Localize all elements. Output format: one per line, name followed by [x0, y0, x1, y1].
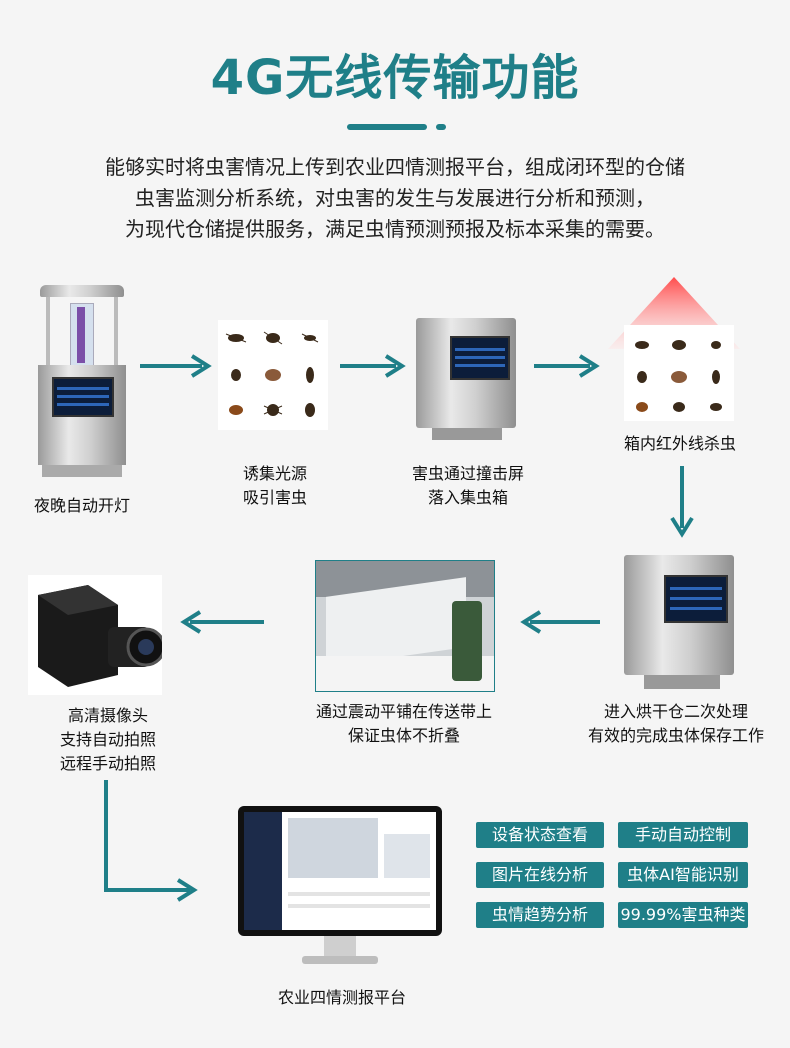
caption-line: 支持自动拍照	[59, 730, 156, 749]
caption-line: 吸引害虫	[242, 488, 307, 507]
hd-camera-image	[28, 575, 162, 695]
caption-line: 进入烘干仓二次处理	[603, 702, 748, 721]
caption-line: 箱内红外线杀虫	[623, 434, 736, 453]
step-caption-platform: 农业四情测报平台	[244, 986, 440, 1010]
caption-line: 远程手动拍照	[59, 754, 156, 773]
arrow-left-icon	[520, 610, 600, 634]
caption-line: 落入集虫箱	[427, 488, 508, 507]
caption-line: 高清摄像头	[67, 706, 148, 725]
feature-tag-species-coverage: 99.99%害虫种类	[618, 902, 748, 928]
feature-tag-image-analysis: 图片在线分析	[476, 862, 604, 888]
arrow-right-icon	[140, 354, 212, 378]
intro-text: 能够实时将虫害情况上传到农业四情测报平台，组成闭环型的仓储 虫害监测分析系统，对…	[0, 152, 790, 245]
caption-line: 夜晚自动开灯	[33, 496, 130, 515]
intro-line-3: 为现代仓储提供服务，满足虫情预测预报及标本采集的需要。	[125, 217, 665, 241]
step-caption-night-light: 夜晚自动开灯	[2, 494, 162, 518]
step-caption-lure: 诱集光源 吸引害虫	[200, 462, 350, 510]
caption-line: 有效的完成虫体保存工作	[587, 726, 764, 745]
step-caption-conveyor: 通过震动平铺在传送带上 保证虫体不折叠	[296, 700, 512, 748]
drying-chamber-image	[620, 555, 738, 693]
caption-line: 害虫通过撞击屏	[411, 464, 524, 483]
insects-image	[218, 320, 328, 430]
insect-trap-device-image	[32, 285, 132, 480]
title-underline-dot	[436, 124, 446, 130]
feature-tag-manual-auto-control: 手动自动控制	[618, 822, 748, 848]
arrow-right-icon	[340, 354, 406, 378]
arrow-left-icon	[180, 610, 264, 634]
collection-box-image	[412, 318, 520, 442]
step-caption-camera: 高清摄像头 支持自动拍照 远程手动拍照	[28, 704, 188, 776]
caption-line: 诱集光源	[242, 464, 307, 483]
step-caption-collect: 害虫通过撞击屏 落入集虫箱	[388, 462, 548, 510]
caption-line: 农业四情测报平台	[277, 988, 406, 1007]
arrow-right-icon	[534, 354, 600, 378]
conveyor-belt-image	[315, 560, 495, 692]
arrow-elbow-icon	[104, 780, 198, 902]
step-caption-infrared: 箱内红外线杀虫	[600, 432, 760, 456]
title-underline	[347, 124, 427, 130]
feature-tag-ai-recognition: 虫体AI智能识别	[618, 862, 748, 888]
infrared-kill-image	[604, 275, 744, 425]
page-title: 4G无线传输功能	[210, 50, 580, 106]
caption-line: 保证虫体不折叠	[347, 726, 460, 745]
feature-tag-trend-analysis: 虫情趋势分析	[476, 902, 604, 928]
intro-line-2: 虫害监测分析系统，对虫害的发生与发展进行分析和预测，	[135, 186, 655, 210]
platform-monitor-image	[238, 806, 442, 970]
feature-tag-device-status: 设备状态查看	[476, 822, 604, 848]
arrow-down-icon	[670, 466, 694, 538]
intro-line-1: 能够实时将虫害情况上传到农业四情测报平台，组成闭环型的仓储	[105, 155, 685, 179]
caption-line: 通过震动平铺在传送带上	[315, 702, 492, 721]
step-caption-drying: 进入烘干仓二次处理 有效的完成虫体保存工作	[568, 700, 784, 748]
